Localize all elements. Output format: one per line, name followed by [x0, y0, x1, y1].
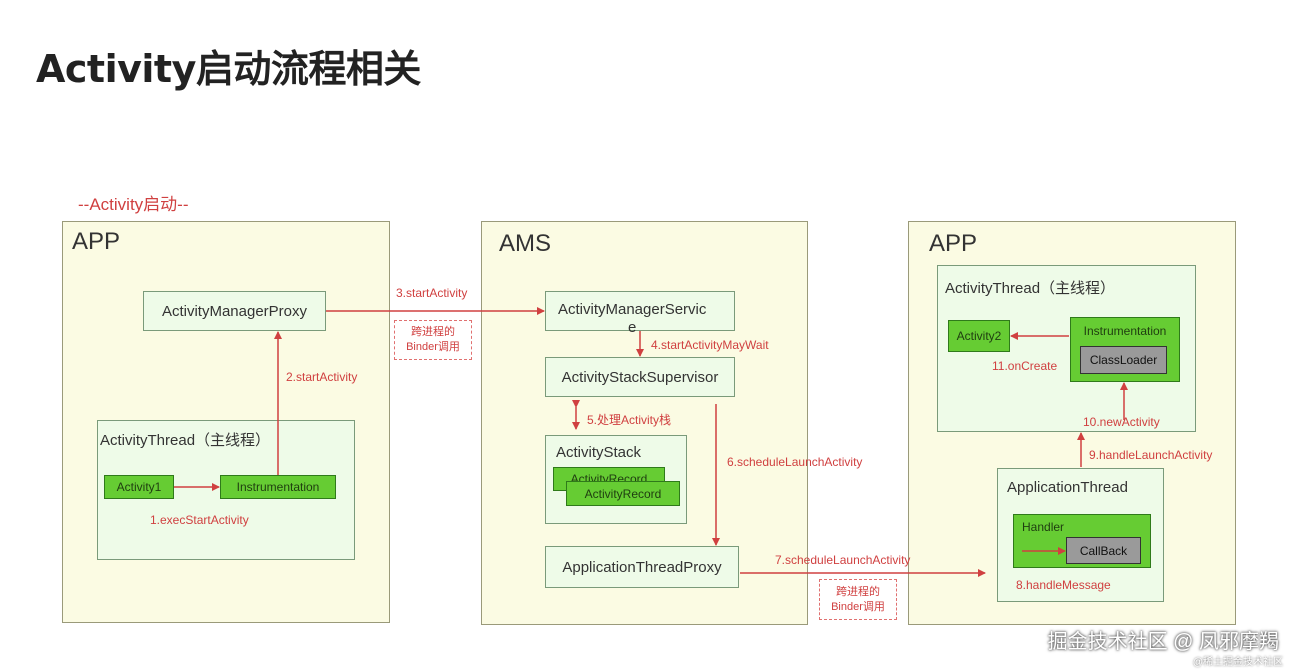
right-instrumentation-label: Instrumentation [1083, 324, 1167, 338]
step-10-label: 10.newActivity [1083, 415, 1160, 429]
step-1-label: 1.execStartActivity [150, 513, 249, 527]
class-loader-box: ClassLoader [1080, 346, 1167, 374]
step-9-label: 9.handleLaunchActivity [1089, 448, 1213, 462]
activity-manager-proxy-box: ActivityManagerProxy [143, 291, 326, 331]
left-activity-thread-title: ActivityThread（主线程） [100, 432, 271, 449]
step-4-label: 4.startActivityMayWait [651, 338, 769, 352]
right-activity-thread-title: ActivityThread（主线程） [945, 280, 1116, 297]
callback-box: CallBack [1066, 537, 1141, 564]
binder-note-1: 跨进程的 Binder调用 [394, 320, 472, 360]
watermark-small: @稀土掘金技术社区 [1192, 657, 1283, 668]
application-thread-title: ApplicationThread [1007, 479, 1128, 496]
step-6-label: 6.scheduleLaunchActivity [727, 455, 863, 469]
binder-note-2-line2: Binder调用 [831, 600, 885, 613]
step-5-label: 5.处理Activity栈 [587, 413, 672, 427]
activity-record-front: ActivityRecord [566, 481, 680, 506]
binder-note-2-line1: 跨进程的 [836, 585, 880, 598]
activity1-box: Activity1 [104, 475, 174, 499]
step-2-label: 2.startActivity [286, 370, 358, 384]
binder-note-2: 跨进程的 Binder调用 [819, 579, 897, 620]
step-8-label: 8.handleMessage [1016, 578, 1111, 592]
ams-title: AMS [499, 230, 552, 257]
binder-note-1-line1: 跨进程的 [411, 326, 455, 338]
binder-note-1-line2: Binder调用 [406, 341, 460, 353]
activity-stack-title: ActivityStack [556, 444, 642, 461]
step-11-label: 11.onCreate [992, 359, 1058, 373]
watermark: 掘金技术社区 @ 凤邪摩羯 [1047, 631, 1279, 653]
app-right-title: APP [929, 230, 978, 257]
handler-label: Handler [1022, 520, 1065, 534]
app-left-title: APP [72, 228, 121, 255]
step-7-label: 7.scheduleLaunchActivity [775, 553, 911, 567]
activity2-box: Activity2 [948, 320, 1010, 352]
application-thread-proxy-box: ApplicationThreadProxy [545, 546, 739, 588]
activity-manager-service-box: ActivityManagerServic e [545, 291, 735, 336]
step-3-label: 3.startActivity [396, 286, 468, 300]
section-caption: --Activity启动-- [78, 195, 189, 214]
left-instrumentation-box: Instrumentation [220, 475, 336, 499]
page-title: Activity启动流程相关 [36, 47, 421, 91]
activity-manager-service-label: ActivityManagerServic e [558, 301, 707, 336]
activity-stack-supervisor-box: ActivityStackSupervisor [545, 357, 735, 397]
